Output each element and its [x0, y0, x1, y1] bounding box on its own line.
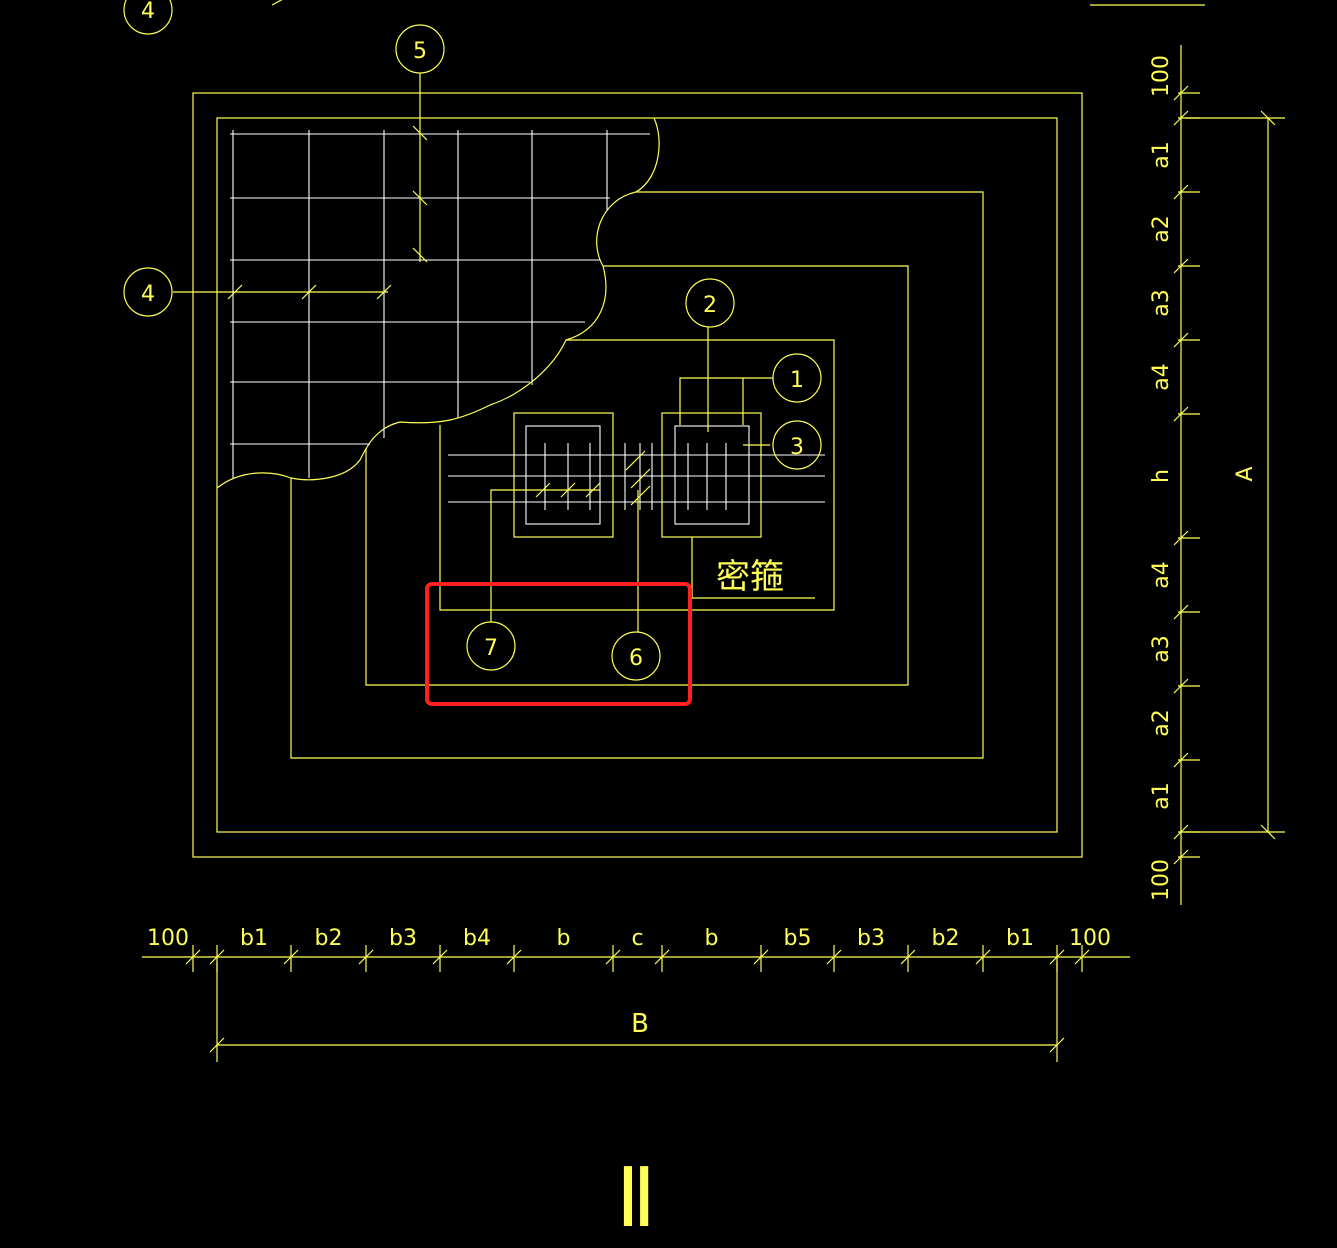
dim-label-vertical: h: [1149, 469, 1174, 483]
dim-label-horizontal: b3: [389, 926, 417, 951]
dim-label-horizontal: b1: [240, 926, 268, 951]
foundation-inner-outline: [216, 117, 1058, 833]
dim-label-horizontal: b5: [784, 926, 812, 951]
dim-label-horizontal: b3: [857, 926, 885, 951]
dim-tick-A-bottom: [1260, 824, 1276, 840]
column-right-stirrup: [674, 425, 750, 525]
step-ring-2: [365, 265, 909, 686]
section-mark: Ⅱ: [616, 1151, 656, 1246]
callout-circle-4: [123, 267, 173, 317]
dim-label-vertical: a3: [1149, 635, 1174, 662]
step-ring-3: [439, 339, 835, 611]
dim-label-horizontal: b2: [932, 926, 960, 951]
dim-label-horizontal: 100: [1069, 926, 1111, 951]
dim-label-vertical: a2: [1149, 709, 1174, 736]
callout-label-6: 6: [629, 646, 643, 671]
foundation-outer-outline: [192, 92, 1083, 858]
tie-beam-bars: [448, 443, 825, 510]
leader-ticks: [227, 125, 651, 506]
column-left-stirrup: [525, 425, 601, 525]
callout-circle-5: [395, 24, 445, 74]
callout-circle-3: [772, 420, 822, 470]
callout-circle-4-top: [123, 0, 173, 35]
dim-label-A: A: [1233, 466, 1258, 481]
dim-label-vertical: a4: [1149, 561, 1174, 588]
dim-label-vertical: a2: [1149, 215, 1174, 242]
dim-label-vertical: 100: [1149, 55, 1174, 97]
callout-label-4: 4: [141, 282, 155, 307]
dim-label-horizontal: b: [557, 926, 571, 951]
column-right-outer: [661, 412, 762, 538]
rebar-mesh: [230, 130, 650, 478]
callout-circle-1: [772, 353, 822, 403]
callout-label-1: 1: [790, 368, 804, 393]
callout-circle-2: [685, 278, 735, 328]
dim-label-horizontal: b1: [1006, 926, 1034, 951]
column-left-outer: [513, 412, 614, 538]
callout-label-4-top: 4: [141, 0, 155, 24]
step-ring-1: [290, 191, 984, 759]
callout-circle-6: [611, 631, 661, 681]
dim-label-horizontal: b: [705, 926, 719, 951]
callout-leaders: [173, 73, 815, 632]
dim-tick-A-top: [1260, 110, 1276, 126]
dim-tick-B-left: [209, 1037, 225, 1053]
dim-label-vertical: a1: [1149, 141, 1174, 168]
callout-label-2: 2: [703, 293, 717, 318]
callout-label-5: 5: [413, 39, 427, 64]
dim-label-vertical: a1: [1149, 782, 1174, 809]
highlight-box: [425, 582, 692, 706]
callout-circle-7: [466, 621, 516, 671]
dense-stirrup-note: 密箍: [716, 557, 784, 597]
callout-label-7: 7: [484, 636, 498, 661]
dim-label-vertical: a4: [1149, 363, 1174, 390]
dim-tick-B-right: [1049, 1037, 1065, 1053]
dim-label-horizontal: 100: [147, 926, 189, 951]
dim-label-vertical: 100: [1149, 859, 1174, 901]
dim-label-horizontal: b2: [315, 926, 343, 951]
dim-label-horizontal: b4: [463, 926, 491, 951]
dim-label-horizontal: c: [631, 926, 643, 951]
dim-horizontal-chain: 100 b1 b2 b3 b4 b c b b5 b3 b2 b1 100: [147, 926, 1111, 972]
dim-vertical-chain: 100 a1 a2 a3 a4 h a4 a3 a2 a1 100: [1149, 55, 1200, 901]
partial-leader-top-left: [271, 0, 283, 6]
dim-label-vertical: a3: [1149, 289, 1174, 316]
break-line: [216, 117, 660, 489]
callout-label-3: 3: [790, 435, 804, 460]
dim-label-B: B: [631, 1009, 649, 1039]
